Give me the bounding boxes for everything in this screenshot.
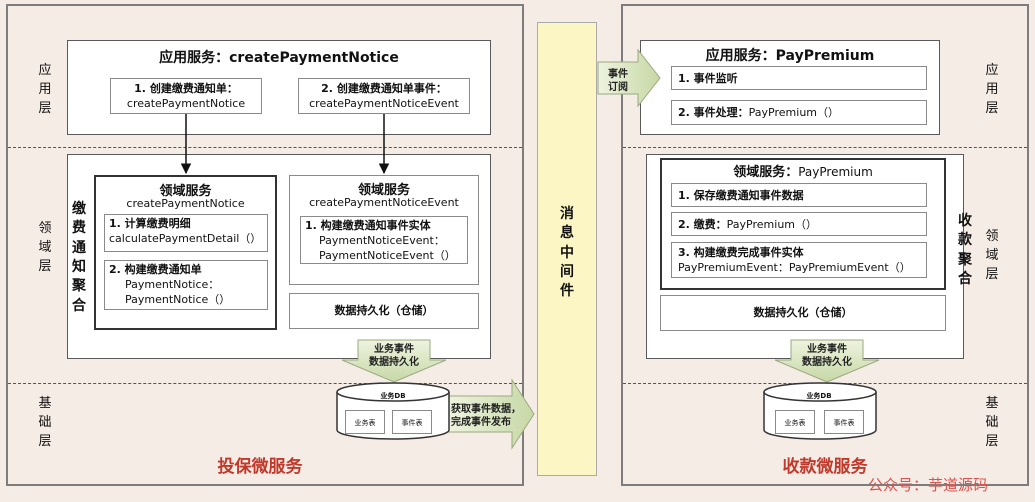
left-ds1-title: 领域服务 [159, 184, 212, 199]
right-persist-box: 数据持久化（仓储） [660, 295, 946, 331]
left-ds2-item1: 1. 构建缴费通知事件实体 PaymentNoticeEvent： Paymen… [300, 216, 468, 264]
right-sep-app-domain [623, 147, 1027, 148]
left-arrow-down-l1-front: 业务事件 [374, 344, 414, 355]
right-app-step2-bold: 2. 事件处理： [678, 106, 749, 119]
right-arrow-down-l2-front: 数据持久化 [802, 357, 852, 368]
right-app-step2: 2. 事件处理：PayPremium（） [671, 100, 927, 125]
right-db-table1-front: 业务表 [775, 410, 815, 434]
left-ds1-item2-l3: PaymentNotice（） [125, 292, 231, 306]
left-service-name: 投保微服务 [217, 457, 303, 477]
right-ds-item3-l2: PayPremiumEvent：PayPremiumEvent（） [678, 260, 911, 274]
right-layer-domain-label: 领域层 [985, 229, 999, 282]
publish-l1-front: 获取事件数据， [451, 404, 521, 415]
left-db-title-front: 业务DB [380, 392, 406, 400]
right-app-step1: 1. 事件监听 [671, 66, 927, 90]
right-ds-title-bold: 领域服务： [733, 165, 799, 180]
left-sep-domain-infra [8, 383, 522, 384]
right-block-arrow-down [774, 339, 880, 383]
left-app-step2-box: 2. 创建缴费通知单事件： createPaymentNoticeEvent [298, 78, 470, 114]
left-db-table1-front-label: 业务表 [354, 419, 376, 427]
right-ds-item2-name: PayPremium（） [726, 218, 818, 231]
right-ds-item2-bold: 2. 缴费： [678, 218, 727, 231]
subscribe-block-arrow [597, 48, 661, 108]
left-aggregate-label: 缴费通知聚合 [72, 201, 86, 314]
publish-l2-front: 完成事件发布 [451, 417, 511, 428]
publish-block-arrow [447, 378, 535, 450]
left-ds1-item1: 1. 计算缴费明细 calculatePaymentDetail（） [104, 214, 268, 252]
right-layer-infra-label: 基础层 [985, 396, 999, 449]
left-app-step1-box: 1. 创建缴费通知单： createPaymentNotice [110, 78, 262, 114]
subscribe-l1-front: 事件 [608, 69, 628, 80]
right-ds-item3: 3. 构建缴费完成事件实体 PayPremiumEvent：PayPremium… [671, 242, 927, 278]
left-ds1-item1-l1: 1. 计算缴费明细 [109, 217, 191, 230]
left-sep-app-domain [8, 147, 522, 148]
right-app-step2-name: PayPremium（） [748, 106, 840, 119]
right-app-service-title: 应用服务：PayPremium [705, 48, 875, 64]
left-ds1-item2-l1: 2. 构建缴费通知单 [109, 263, 202, 276]
left-ds2-item1-l1: 1. 构建缴费通知事件实体 [305, 219, 431, 232]
right-persist-label: 数据持久化（仓储） [753, 306, 853, 319]
right-ds-item3-l1: 3. 构建缴费完成事件实体 [678, 246, 804, 259]
right-ds-title-line: 领域服务：PayPremium [662, 164, 944, 182]
left-app-step2-l1: 2. 创建缴费通知单事件： [321, 82, 447, 95]
left-ds2-item1-l2: PaymentNoticeEvent： [319, 233, 445, 247]
left-app-service-title: 应用服务：createPaymentNotice [159, 50, 399, 66]
right-service-name: 收款微服务 [782, 457, 868, 477]
left-db-table2-front: 事件表 [392, 410, 432, 434]
left-db-table2-front-label: 事件表 [401, 419, 423, 427]
message-queue-box [537, 22, 597, 476]
right-layer-app-label: 应用层 [985, 63, 999, 116]
left-ds2-item1-l3: PaymentNoticeEvent（） [319, 248, 456, 262]
left-layer-app-label: 应用层 [38, 63, 52, 116]
watermark: 公众号：芋道源码 [868, 476, 989, 494]
message-queue-label: 消息中间件 [560, 206, 574, 300]
right-arrow-down-l1-front: 业务事件 [807, 344, 847, 355]
right-app-step1-label: 1. 事件监听 [678, 72, 738, 85]
left-ds1-item1-l2: calculatePaymentDetail（） [109, 231, 262, 245]
left-arrow-down-l2-front: 数据持久化 [369, 357, 419, 368]
left-app-service-box: 应用服务：createPaymentNotice [67, 40, 491, 135]
left-ds2-title: 领域服务 [357, 183, 410, 198]
subscribe-l2-front: 订阅 [608, 82, 628, 93]
right-ds-item1: 1. 保存缴费通知事件数据 [671, 183, 927, 207]
right-db-table2-front-label: 事件表 [833, 419, 855, 427]
left-db-table1-front: 业务表 [345, 410, 385, 434]
right-ds-item1-label: 1. 保存缴费通知事件数据 [678, 189, 804, 202]
right-db-table2-front: 事件表 [824, 410, 864, 434]
right-db-title-front: 业务DB [806, 392, 832, 400]
left-layer-domain-label: 领域层 [38, 221, 52, 274]
left-ds1-item2-l2: PaymentNotice： [125, 277, 220, 291]
left-app-step1-l2: createPaymentNotice [126, 96, 246, 110]
left-ds1-sub: createPaymentNotice [126, 197, 245, 210]
right-db-table1-front-label: 业务表 [784, 419, 806, 427]
right-ds-item2-line: 2. 缴费：PayPremium（） [672, 213, 926, 233]
left-ds1-item2: 2. 构建缴费通知单 PaymentNotice： PaymentNotice（… [104, 260, 268, 310]
left-ds2-sub: createPaymentNoticeEvent [309, 196, 459, 209]
right-ds-title-name: PayPremium [798, 165, 873, 179]
left-persist-box: 数据持久化（仓储） [289, 293, 479, 329]
right-aggregate-label: 收款聚合 [958, 213, 972, 287]
left-persist-label: 数据持久化（仓储） [334, 304, 434, 317]
left-block-arrow-down [341, 339, 447, 383]
left-layer-infra-label: 基础层 [38, 396, 52, 449]
right-app-step2-line: 2. 事件处理：PayPremium（） [672, 101, 926, 121]
left-app-step2-l2: createPaymentNoticeEvent [309, 96, 459, 110]
right-ds-item2: 2. 缴费：PayPremium（） [671, 212, 927, 236]
left-app-step1-l1: 1. 创建缴费通知单： [134, 82, 238, 95]
